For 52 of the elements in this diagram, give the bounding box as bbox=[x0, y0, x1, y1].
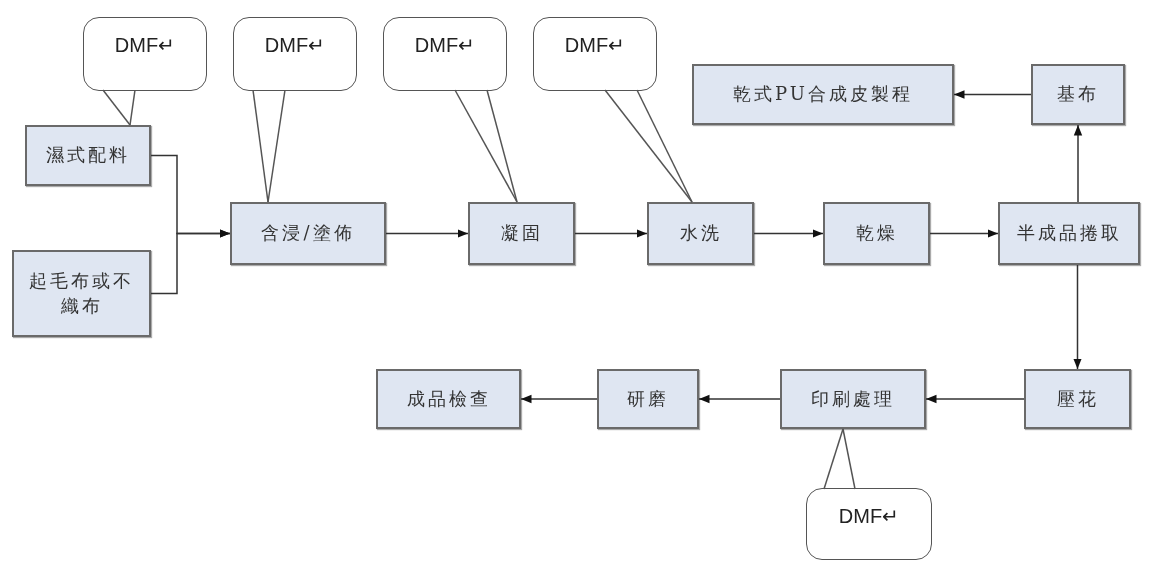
box-label: 壓花 bbox=[1056, 386, 1099, 411]
box-label: 半成品捲取 bbox=[1016, 221, 1122, 246]
arrow bbox=[925, 394, 1025, 404]
box-label: DMF↵ bbox=[838, 504, 900, 529]
process-box bbox=[468, 202, 575, 265]
box-label: 起毛布或不織布 bbox=[28, 269, 135, 318]
box-label: 凝固 bbox=[500, 221, 543, 246]
arrow bbox=[385, 229, 469, 238]
speech-bubble bbox=[383, 17, 507, 91]
process-box bbox=[823, 202, 930, 265]
process-box bbox=[692, 64, 954, 125]
process-box bbox=[376, 369, 521, 429]
box-label: 乾燥 bbox=[855, 221, 898, 246]
box-label: 成品檢查 bbox=[406, 386, 491, 411]
speech-bubble bbox=[233, 17, 357, 91]
arrow bbox=[574, 229, 648, 238]
box-label: DMF↵ bbox=[264, 33, 326, 58]
box-label: DMF↵ bbox=[414, 33, 476, 58]
arrow bbox=[1073, 124, 1083, 203]
arrow bbox=[953, 90, 1032, 99]
process-box bbox=[1031, 64, 1125, 125]
box-label: 水洗 bbox=[679, 221, 722, 246]
process-box bbox=[998, 202, 1140, 265]
speech-bubble bbox=[533, 17, 657, 91]
leader-line bbox=[102, 89, 131, 126]
arrow bbox=[150, 229, 231, 295]
process-box bbox=[230, 202, 386, 265]
leader-line bbox=[252, 89, 269, 203]
process-box bbox=[647, 202, 754, 265]
speech-bubble bbox=[806, 488, 932, 560]
box-label: 印刷處理 bbox=[811, 386, 895, 411]
leader-line bbox=[454, 89, 518, 203]
arrow bbox=[698, 394, 781, 404]
box-label: 研磨 bbox=[627, 386, 669, 411]
arrow bbox=[753, 229, 824, 238]
process-box bbox=[12, 250, 151, 337]
process-box bbox=[25, 125, 151, 186]
arrow bbox=[1073, 264, 1082, 370]
arrow bbox=[520, 394, 598, 404]
process-box bbox=[1024, 369, 1131, 429]
leader-line bbox=[604, 89, 693, 203]
box-label: DMF↵ bbox=[114, 33, 176, 58]
arrow bbox=[929, 229, 999, 238]
speech-bubble bbox=[83, 17, 207, 91]
box-label: 濕式配料 bbox=[46, 143, 130, 168]
box-label: 基布 bbox=[1057, 82, 1099, 107]
box-label: 乾式PU合成皮製程 bbox=[733, 82, 913, 107]
process-box bbox=[780, 369, 926, 429]
box-label: DMF↵ bbox=[564, 33, 626, 58]
leader-line bbox=[823, 428, 844, 490]
box-label: 含浸/塗佈 bbox=[261, 221, 355, 246]
process-box bbox=[597, 369, 699, 429]
